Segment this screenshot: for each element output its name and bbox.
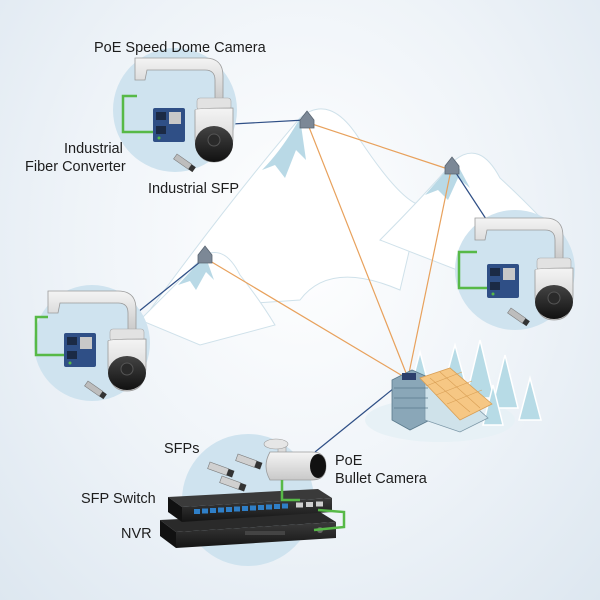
poe-cable — [280, 480, 300, 502]
wall-mount-arm — [474, 217, 564, 261]
sfp-module-icon — [507, 307, 530, 327]
poe-cable — [34, 315, 64, 357]
dome-station-left — [34, 285, 150, 401]
label-fiber-converter-line1: Industrial — [64, 141, 123, 157]
mountain-left — [139, 252, 276, 346]
switch-ports-icon — [194, 503, 288, 514]
sfp-switch-device — [168, 489, 332, 522]
label-sfps: SFPs — [164, 441, 200, 457]
sfp-modules — [207, 453, 263, 492]
bullet-camera-lens-icon — [310, 454, 326, 478]
poe-cable — [121, 94, 153, 134]
wall-mount-arm — [134, 57, 224, 101]
core-station — [160, 434, 346, 566]
relay-node-center — [299, 110, 315, 129]
network-links — [137, 119, 489, 453]
nvr-device — [160, 512, 336, 548]
relay-node-right — [444, 156, 460, 175]
sfp-module-icon — [84, 380, 107, 400]
dome-station-right — [455, 210, 575, 330]
relay-node-left — [197, 245, 213, 264]
sfp-module-icon — [173, 153, 196, 173]
label-industrial-sfp: Industrial SFP — [148, 181, 240, 197]
label-dome-camera: PoE Speed Dome Camera — [94, 40, 266, 56]
mountain-left-shadow — [178, 255, 214, 290]
fiber-links — [204, 121, 452, 379]
poe-cable — [313, 508, 346, 532]
label-nvr: NVR — [121, 526, 152, 542]
label-fiber-converter-line2: Fiber Converter — [25, 159, 126, 175]
dome-station-top — [113, 48, 237, 173]
label-sfp-switch: SFP Switch — [81, 491, 156, 507]
label-bullet-camera-line2: Bullet Camera — [335, 471, 427, 487]
label-bullet-camera-line1: PoE — [335, 453, 363, 469]
mountain-center-shadow — [262, 118, 306, 178]
wall-mount-arm — [47, 290, 137, 332]
bullet-camera-device — [263, 438, 327, 502]
poe-cable — [457, 250, 487, 290]
building-roof-panels — [419, 367, 493, 421]
building-site — [365, 339, 542, 442]
